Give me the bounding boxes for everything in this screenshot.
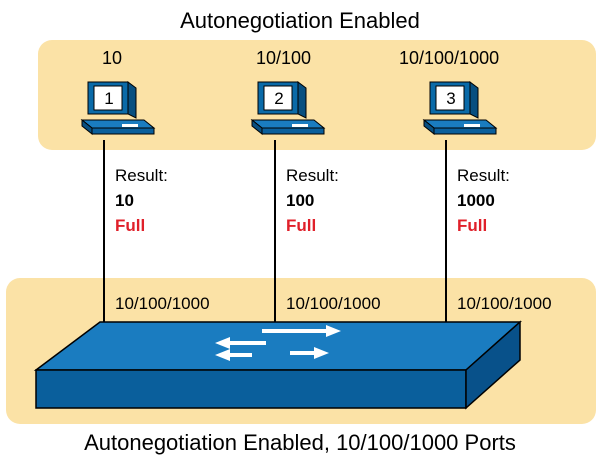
result-label: Result: xyxy=(286,166,339,185)
result-speed: 100 xyxy=(286,191,315,210)
result-duplex: Full xyxy=(457,216,488,235)
switch-arrows-icon xyxy=(215,325,341,361)
pc-2-speed: 10/100 xyxy=(256,48,312,68)
pc-icon xyxy=(250,81,326,136)
switch-port-2: 10/100/1000 xyxy=(286,294,381,313)
pc-3-result: Result: 1000 Full xyxy=(457,163,510,238)
result-label: Result: xyxy=(457,166,510,185)
pc-1-speed: 10 xyxy=(102,48,123,68)
result-duplex: Full xyxy=(115,216,146,235)
result-label: Result: xyxy=(115,166,168,185)
pc-2-result: Result: 100 Full xyxy=(286,163,339,238)
switch-icon xyxy=(33,320,522,410)
pc-icon xyxy=(422,81,498,136)
bottom-title: Autonegotiation Enabled, 10/100/1000 Por… xyxy=(84,430,516,455)
top-title: Autonegotiation Enabled xyxy=(180,8,420,33)
pc-number: 3 xyxy=(446,89,456,108)
switch-port-3: 10/100/1000 xyxy=(457,294,552,313)
pc-3: 3 xyxy=(420,80,498,146)
result-speed: 10 xyxy=(115,191,134,210)
result-speed: 1000 xyxy=(457,191,495,210)
pc-1: 1 xyxy=(78,80,156,146)
pc-number: 1 xyxy=(104,89,114,108)
pc-number: 2 xyxy=(274,89,284,108)
pc-2: 2 xyxy=(248,80,326,146)
pc-3-speed: 10/100/1000 xyxy=(399,48,500,68)
pc-1-result: Result: 10 Full xyxy=(115,163,168,238)
switch-port-1: 10/100/1000 xyxy=(115,294,210,313)
pc-icon xyxy=(80,81,156,136)
result-duplex: Full xyxy=(286,216,317,235)
